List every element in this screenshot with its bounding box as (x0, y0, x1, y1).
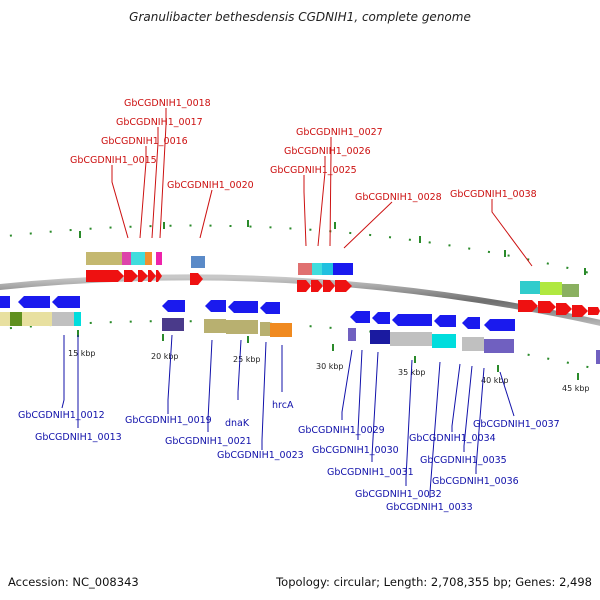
feature-block (131, 252, 145, 265)
feature-block (145, 252, 152, 265)
gene-label-bottom: GbCGDNIH1_0023 (217, 450, 304, 461)
kbp-label: 40 kbp (481, 376, 509, 385)
feature-block (333, 263, 353, 275)
gene-label-bottom: GbCGDNIH1_0036 (432, 476, 519, 487)
forward-gene-arrows (297, 280, 352, 292)
feature-block (370, 330, 390, 344)
kbp-label: 45 kbp (562, 384, 590, 393)
gene-label-top: GbCGDNIH1_0020 (167, 180, 254, 191)
feature-block (462, 337, 484, 351)
feature-block (22, 312, 52, 326)
gene-label-bottom: GbCGDNIH1_0033 (386, 502, 473, 513)
gene-label-bottom: GbCGDNIH1_0029 (298, 425, 385, 436)
gene-label-bottom: GbCGDNIH1_0034 (409, 433, 496, 444)
top-leader-lines (111, 108, 533, 267)
feature-block (484, 339, 514, 353)
feature-block (0, 312, 10, 326)
feature-block (204, 319, 226, 333)
gene-label-bottom: GbCGDNIH1_0012 (18, 410, 105, 421)
forward-gene-arrows (86, 270, 162, 282)
feature-block (52, 312, 74, 326)
feature-block (156, 252, 162, 265)
feature-block (312, 263, 322, 275)
kbp-label: 25 kbp (233, 355, 261, 364)
kbp-label: 15 kbp (68, 349, 96, 358)
gene-label-top: GbCGDNIH1_0028 (355, 192, 442, 203)
forward-gene-arrows (518, 300, 600, 317)
gene-label-bottom: GbCGDNIH1_0035 (420, 455, 507, 466)
gene-label-top: GbCGDNIH1_0016 (101, 136, 188, 147)
feature-block (562, 284, 579, 297)
inner-major-ticks (77, 330, 579, 380)
genome-title: Granulibacter bethesdensis CGDNIH1, comp… (129, 10, 471, 24)
gene-label-top: GbCGDNIH1_0026 (284, 146, 371, 157)
feature-block (162, 318, 184, 331)
bottom-leader-lines (61, 334, 515, 498)
feature-block (191, 256, 205, 268)
gene-label-top: GbCGDNIH1_0027 (296, 127, 383, 138)
gene-label-bottom: GbCGDNIH1_0037 (473, 419, 560, 430)
outer-major-ticks (79, 220, 586, 275)
feature-block (540, 282, 562, 295)
accession-text: Accession: NC_008343 (8, 575, 139, 589)
feature-block (122, 252, 131, 265)
feature-block (390, 332, 432, 346)
feature-block (596, 350, 600, 364)
gene-label-top: GbCGDNIH1_0018 (124, 98, 211, 109)
feature-block (270, 323, 292, 337)
feature-block (298, 263, 312, 275)
gene-label-bottom: GbCGDNIH1_0030 (312, 445, 399, 456)
gene-label-bottom: dnaK (225, 418, 250, 429)
gene-label-bottom: GbCGDNIH1_0013 (35, 432, 122, 443)
gene-label-bottom: hrcA (272, 400, 294, 411)
feature-block (260, 322, 270, 336)
feature-block (10, 312, 22, 326)
gene-label-top: GbCGDNIH1_0038 (450, 189, 537, 200)
gene-label-bottom: GbCGDNIH1_0032 (355, 489, 442, 500)
kbp-label: 30 kbp (316, 362, 344, 371)
feature-block (520, 281, 540, 294)
forward-gene-arrow (190, 273, 203, 285)
feature-block (74, 312, 81, 326)
gene-label-bottom: GbCGDNIH1_0021 (165, 436, 252, 447)
reverse-gene-arrows (0, 296, 515, 331)
feature-block (348, 328, 356, 341)
gene-label-top: GbCGDNIH1_0015 (70, 155, 157, 166)
genome-summary-text: Topology: circular; Length: 2,708,355 bp… (276, 575, 592, 589)
feature-block (432, 334, 456, 348)
feature-block (226, 320, 258, 334)
feature-block (86, 252, 122, 265)
gene-label-top: GbCGDNIH1_0017 (116, 117, 203, 128)
kbp-label: 20 kbp (151, 352, 179, 361)
gene-label-bottom: GbCGDNIH1_0019 (125, 415, 212, 426)
feature-block (322, 263, 333, 275)
gene-label-top: GbCGDNIH1_0025 (270, 165, 357, 176)
gene-label-bottom: GbCGDNIH1_0031 (327, 467, 414, 478)
